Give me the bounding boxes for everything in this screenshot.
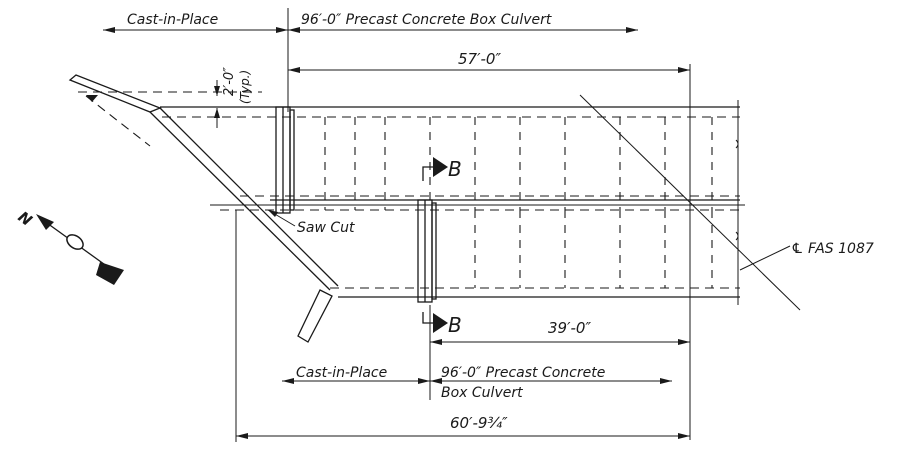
section-bottom-leader xyxy=(422,312,433,324)
section-b-top-label: B xyxy=(448,157,462,181)
break-line xyxy=(735,100,739,305)
upper-wingwall-cap xyxy=(68,74,162,113)
break-mark xyxy=(735,139,739,149)
lower-wingwall xyxy=(297,289,333,343)
dim-60-label: 60′-9¾″ xyxy=(450,414,508,432)
dim-2-group: 2′-0″ (Typ.) xyxy=(214,67,252,128)
centerline-leader xyxy=(739,245,791,271)
bottom-dim-arrow-mid-right xyxy=(430,378,442,384)
bottom-dimension-group: Cast-in-Place 96′-0″ Precast Concrete Bo… xyxy=(282,365,672,401)
headwall-inner-line xyxy=(159,107,339,287)
headwall-outer-line xyxy=(149,111,331,291)
dim-60-arrow-right xyxy=(678,433,690,439)
north-arrow-tail xyxy=(96,262,124,285)
upper-wing-arrow xyxy=(86,95,98,102)
section-bottom-arrow xyxy=(433,313,448,333)
collar-lower xyxy=(417,199,437,303)
bottom-dim-arrow-mid-left xyxy=(418,378,430,384)
typ-label: (Typ.) xyxy=(238,70,252,104)
top-dim-arrow-right xyxy=(626,27,638,33)
cast-in-place-top-label: Cast-in-Place xyxy=(127,12,218,28)
bottom-dim-arrow-right xyxy=(660,378,672,384)
dim-2-arrow-bottom xyxy=(214,108,220,118)
lower-wingwall-cap xyxy=(297,289,333,343)
skew-centerline xyxy=(579,94,801,311)
centerline-label: ℄ FAS 1087 xyxy=(791,241,874,257)
cast-in-place-bottom-label: Cast-in-Place xyxy=(296,365,387,381)
collar-lower-lip xyxy=(431,202,437,300)
upper-wing-dash-diagonal xyxy=(85,95,151,147)
dim-39-arrow-right xyxy=(678,339,690,345)
dim-39-group: 39′-0″ xyxy=(429,305,690,400)
north-arrow-medallion xyxy=(66,234,84,250)
section-b-bottom-label: B xyxy=(448,313,462,337)
dim-57-arrow-left xyxy=(288,67,300,73)
section-marker-top: B xyxy=(422,157,462,181)
top-dim-arrow-mid-left xyxy=(276,27,288,33)
north-arrow-icon: N xyxy=(15,208,124,285)
dim-57-label: 57′-0″ xyxy=(458,50,501,68)
saw-cut-collar-upper xyxy=(275,106,295,214)
dim-2-label: 2′-0″ xyxy=(222,67,237,96)
bottom-dim-arrow-left xyxy=(282,378,294,384)
section-marker-bottom: B xyxy=(422,312,462,337)
north-letter: N xyxy=(15,208,36,230)
top-dim-arrow-left xyxy=(103,27,115,33)
section-top-leader xyxy=(422,166,433,181)
dim-39-label: 39′-0″ xyxy=(548,319,591,337)
headwall-skew xyxy=(149,107,339,291)
top-dim-arrow-mid-right xyxy=(288,27,300,33)
culvert-upper-barrel xyxy=(160,106,745,211)
saw-cut-label: Saw Cut xyxy=(297,220,355,236)
section-top-arrow xyxy=(433,157,448,177)
dim-2-arrow-top xyxy=(214,86,220,96)
centerline-callout: ℄ FAS 1087 xyxy=(579,94,874,311)
culvert-lower-barrel xyxy=(330,210,740,298)
dim-39-arrow-left xyxy=(430,339,442,345)
precast-top-label: 96′-0″ Precast Concrete Box Culvert xyxy=(301,12,552,28)
precast-bottom-label-line1: 96′-0″ Precast Concrete xyxy=(441,365,605,381)
saw-cut-callout: Saw Cut xyxy=(267,209,355,236)
dim-57-group: 57′-0″ xyxy=(288,50,691,440)
break-mark xyxy=(735,231,739,241)
top-dimension-group: Cast-in-Place 96′-0″ Precast Concrete Bo… xyxy=(103,8,638,112)
dim-60-arrow-left xyxy=(236,433,248,439)
collar-upper-lip xyxy=(289,109,295,211)
saw-cut-arrow xyxy=(268,210,278,217)
dim-57-arrow-right xyxy=(678,67,690,73)
north-arrow-head xyxy=(36,214,54,230)
precast-bottom-label-line2: Box Culvert xyxy=(441,385,523,401)
dim-60-group: 60′-9¾″ xyxy=(235,210,690,442)
